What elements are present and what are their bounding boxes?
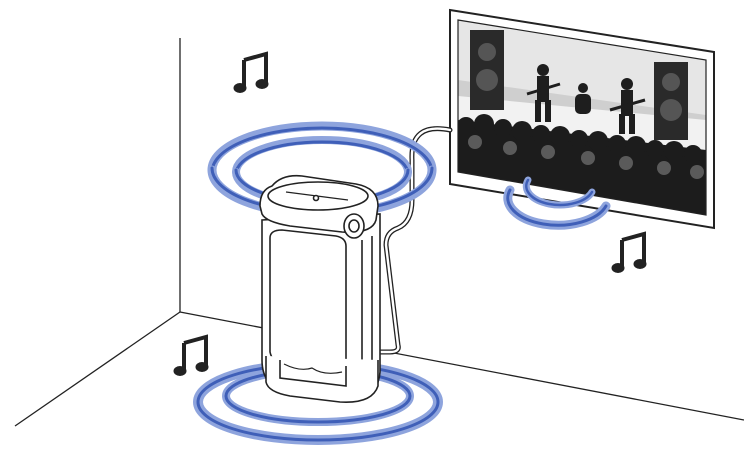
party-speaker — [260, 176, 380, 402]
music-note-icon — [174, 337, 209, 376]
music-note-icon — [234, 54, 269, 93]
music-note-icon — [612, 234, 647, 273]
